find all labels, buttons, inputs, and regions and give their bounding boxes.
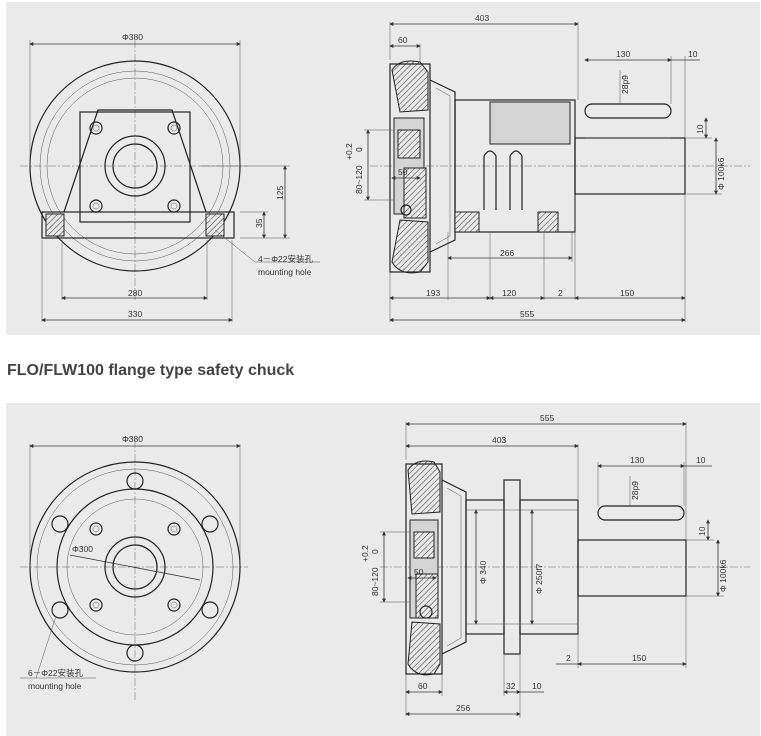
top-front-view: Φ380 280 330 125 35 4－Φ22安装孔 mounting ho… xyxy=(20,32,320,322)
dim-diameter-300: Φ300 xyxy=(72,544,93,554)
top-side-view: 403 60 130 10 28p9 10 Φ 100k6 80~120 +0.… xyxy=(344,13,750,322)
dim-10-top-b: 10 xyxy=(696,455,706,465)
dim-555-b: 555 xyxy=(540,413,554,423)
dim-150-b: 150 xyxy=(632,653,646,663)
dim-tolerance-low-b: 0 xyxy=(370,549,380,554)
dim-10-side: 10 xyxy=(695,124,705,134)
dim-256: 256 xyxy=(456,703,470,713)
bolt-hole-icon xyxy=(51,472,219,662)
dim-130-b: 130 xyxy=(630,455,644,465)
dim-60: 60 xyxy=(398,35,408,45)
dim-diameter-380: Φ380 xyxy=(122,32,143,42)
dim-125: 125 xyxy=(275,186,285,200)
dim-2-b: 2 xyxy=(566,653,571,663)
dim-10-bottom: 10 xyxy=(532,681,542,691)
dim-tolerance-high-b: +0.2 xyxy=(360,545,370,562)
dim-2: 2 xyxy=(558,288,563,298)
dim-403: 403 xyxy=(475,13,489,23)
dim-28p9-b: 28p9 xyxy=(630,481,640,500)
bolt-hole-icon xyxy=(89,121,181,213)
dim-555: 555 xyxy=(520,309,534,319)
dim-shaft-100k6-b: Φ 100k6 xyxy=(718,559,728,592)
dim-280: 280 xyxy=(128,288,142,298)
dim-diameter-250f7: Φ 250f7 xyxy=(534,563,544,594)
product-caption: FLO/FLW100 flange type safety chuck xyxy=(7,362,295,379)
dim-80-120-b: 80~120 xyxy=(370,567,380,596)
dim-330: 330 xyxy=(128,309,142,319)
dim-130: 130 xyxy=(616,49,630,59)
mounting-hole-label-en-b: mounting hole xyxy=(28,681,82,691)
dim-tolerance-high: +0.2 xyxy=(344,143,354,160)
dim-50: 50 xyxy=(398,167,408,177)
dim-120: 120 xyxy=(502,288,516,298)
dim-10-top: 10 xyxy=(688,49,698,59)
dim-150: 150 xyxy=(620,288,634,298)
dim-32: 32 xyxy=(506,681,516,691)
dim-28p9: 28p9 xyxy=(620,75,630,94)
dim-50-b: 50 xyxy=(414,567,424,577)
bottom-front-view: Φ380 Φ300 6－Φ22安装孔 mounting hole xyxy=(20,434,248,700)
dim-80-120: 80~120 xyxy=(354,165,364,194)
dim-266: 266 xyxy=(500,248,514,258)
dim-10-side-b: 10 xyxy=(697,526,707,536)
dim-193: 193 xyxy=(426,288,440,298)
dim-35: 35 xyxy=(254,218,264,228)
dim-60-b: 60 xyxy=(418,681,428,691)
dim-403-b: 403 xyxy=(492,435,506,445)
dim-shaft-100k6: Φ 100k6 xyxy=(716,157,726,190)
mounting-hole-label-en: mounting hole xyxy=(258,267,312,277)
mounting-hole-label-cn: 4－Φ22安装孔 xyxy=(258,254,313,264)
dim-tolerance-low: 0 xyxy=(354,147,364,152)
mounting-hole-label-cn-b: 6－Φ22安装孔 xyxy=(28,668,83,678)
top-drawing-panel xyxy=(6,2,760,335)
dim-diameter-380-b: Φ380 xyxy=(122,434,143,444)
screw-hole-icon xyxy=(89,522,181,612)
bottom-side-view: 555 403 130 10 28p9 10 Φ 100k6 80~120 +0… xyxy=(360,413,750,718)
dim-diameter-340: Φ 340 xyxy=(478,560,488,584)
